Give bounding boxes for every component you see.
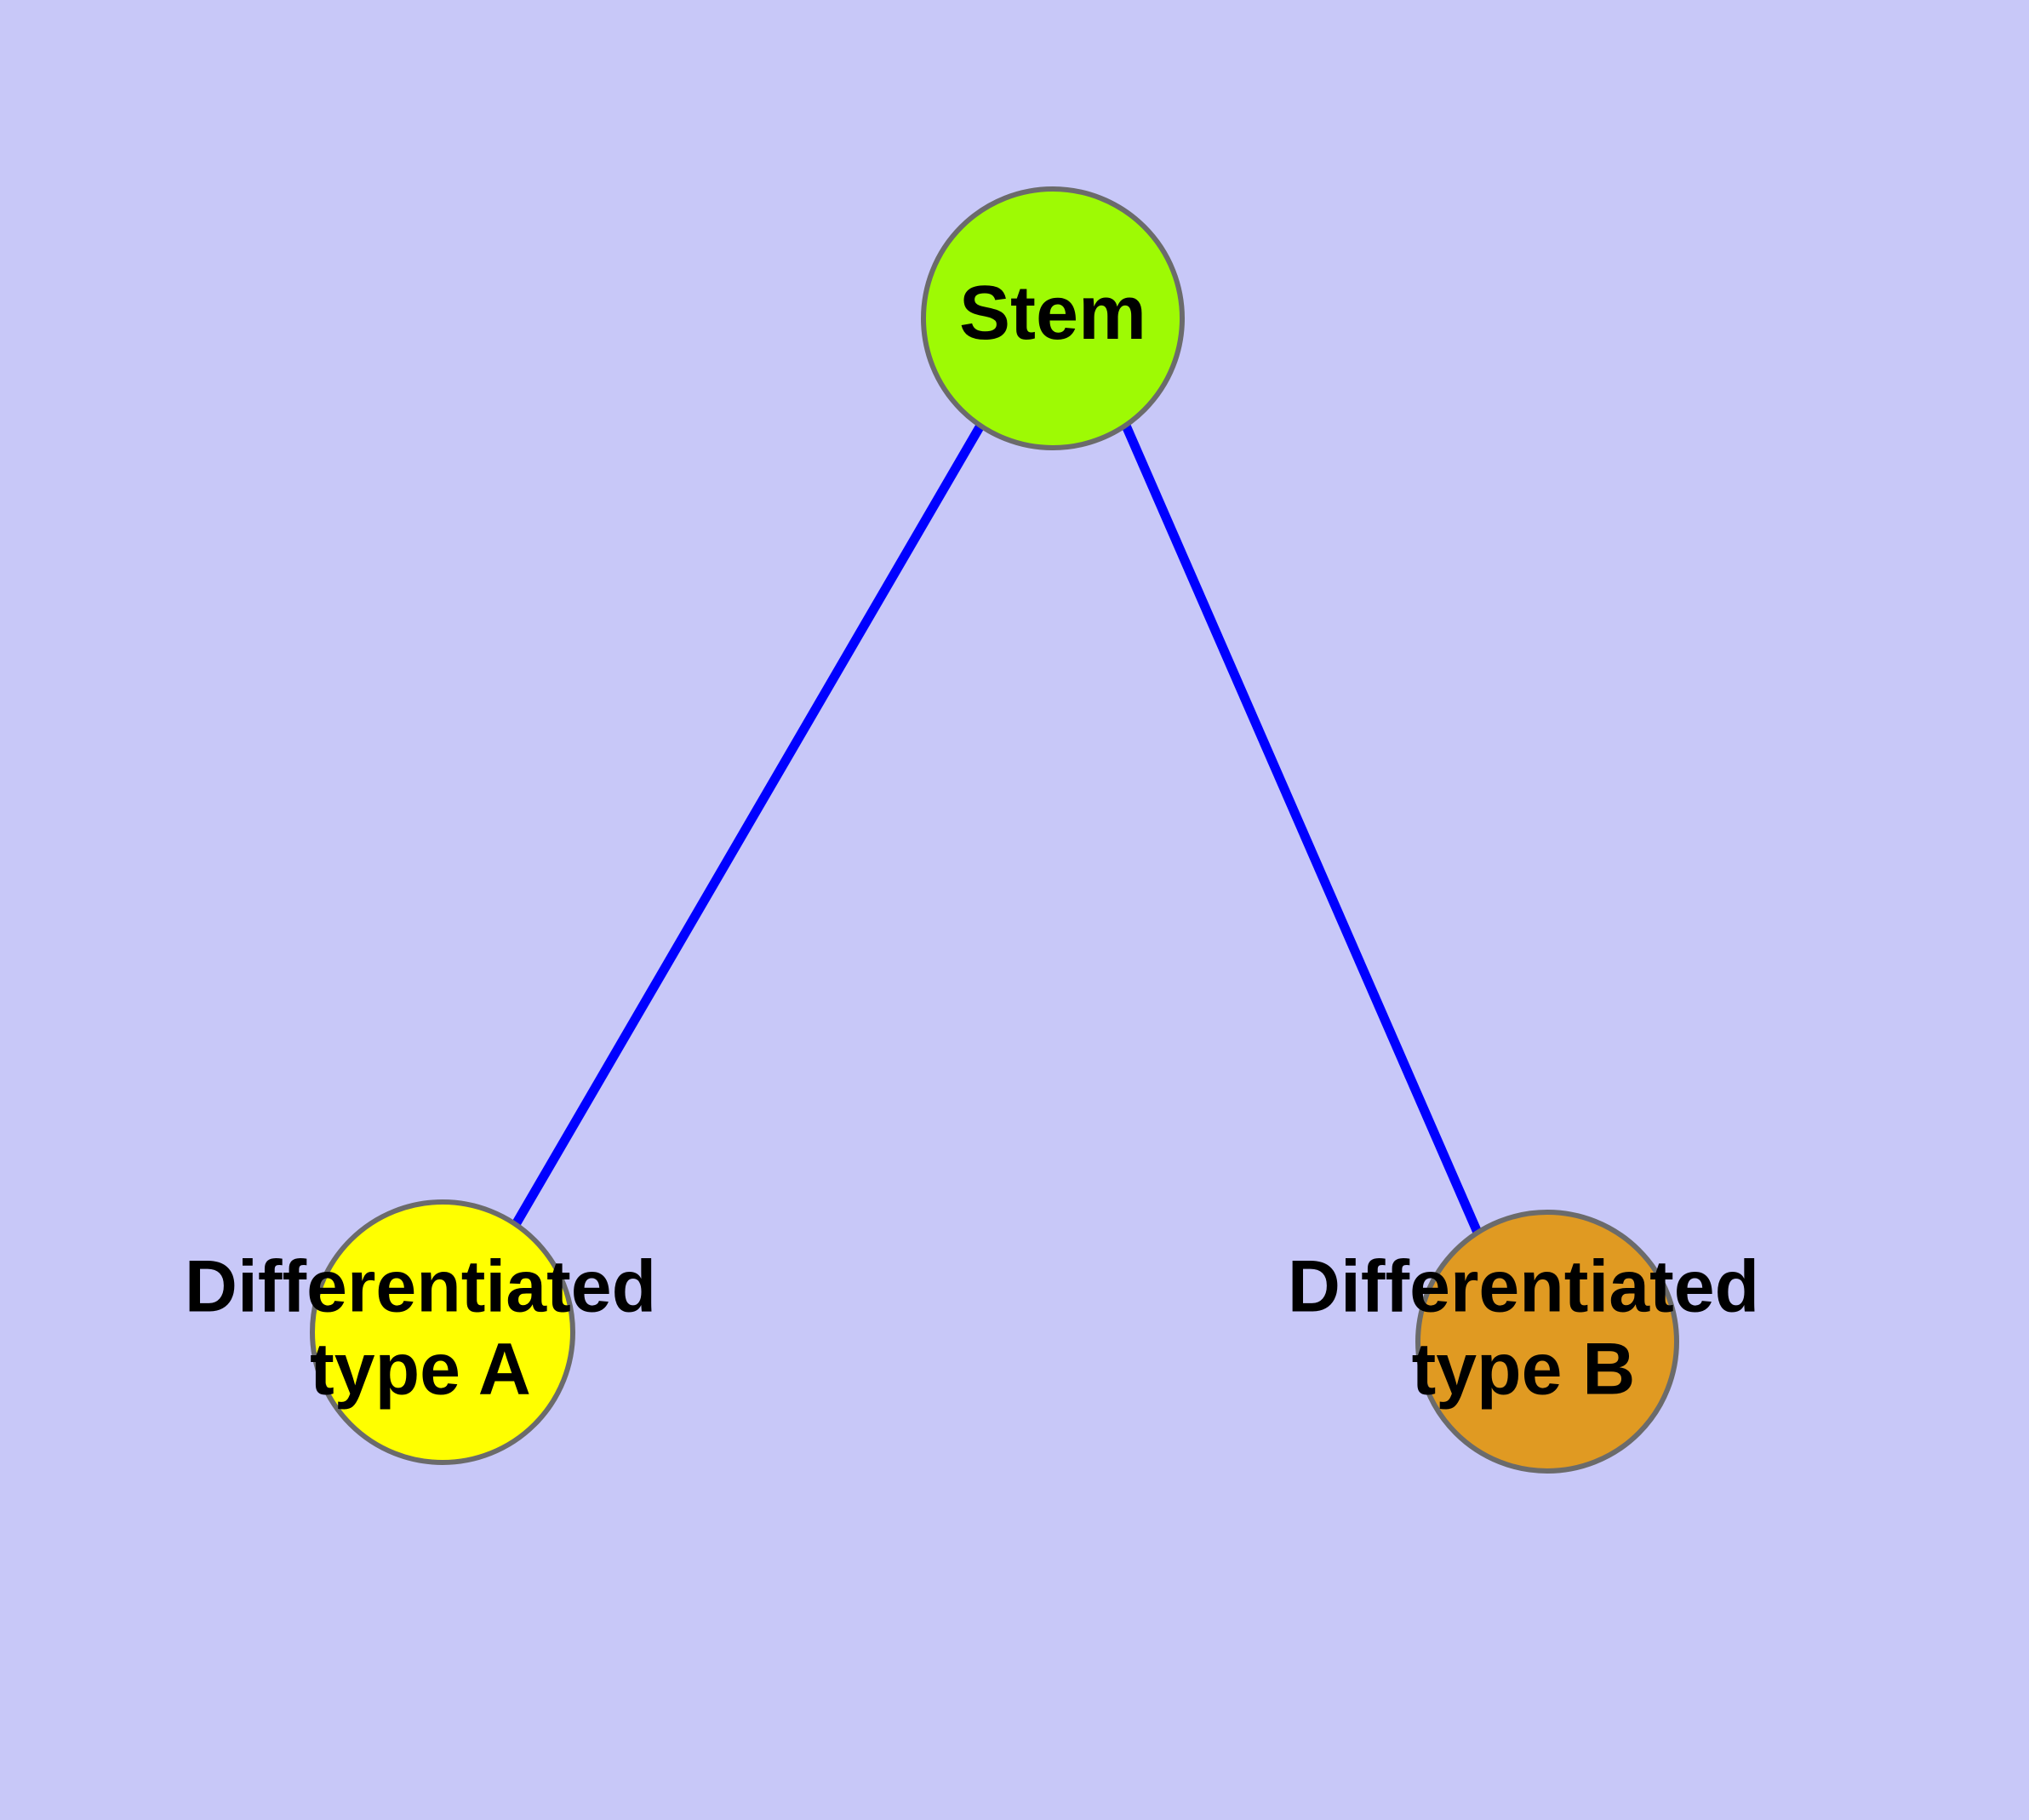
node-diff-b[interactable] [1415,1210,1679,1474]
edges-layer [511,423,1483,1237]
edge-stem-diff-a[interactable] [511,423,985,1228]
nodes-layer [310,186,1679,1474]
node-label-stem: Stem [959,271,1146,356]
node-diff-a[interactable] [310,1199,575,1465]
edge-stem-diff-b[interactable] [1121,423,1483,1237]
node-label-line: Differentiated [1288,1245,1759,1327]
node-label-line: type A [310,1328,531,1410]
node-stem[interactable] [921,186,1185,450]
node-label-line: Stem [959,271,1146,356]
node-label-line: Differentiated [185,1245,656,1327]
node-label-line: type B [1412,1328,1636,1410]
